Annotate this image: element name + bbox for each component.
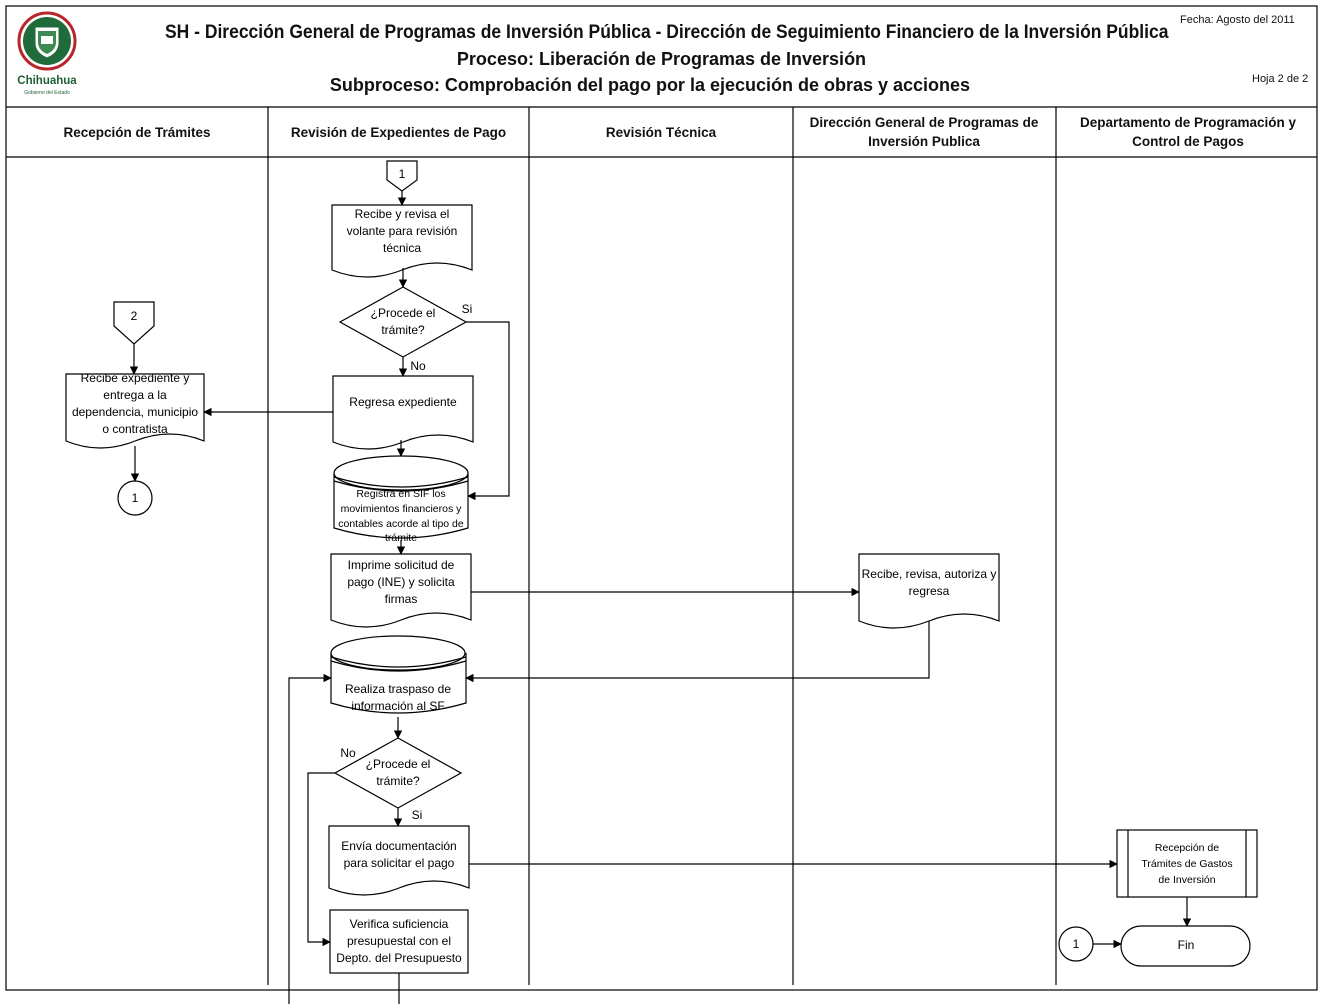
process-title: Proceso: Liberación de Programas de Inve…: [456, 49, 867, 69]
doc-imprime-solicitud: [330, 553, 472, 628]
autoriza-line-2: regresa: [909, 584, 950, 598]
entrega-line-1: Recibe expediente y: [81, 371, 190, 385]
verifica-line-2: presupuestal con el: [347, 934, 451, 948]
verifica-line-3: Depto. del Presupuesto: [336, 951, 462, 965]
edge-decision2-no: [307, 772, 335, 947]
subprocess-recepcion-tramites: [1116, 829, 1258, 898]
logo-word: Chihuahua: [17, 75, 77, 87]
verifica-line-1: Verifica suficiencia: [350, 917, 449, 931]
doc-autoriza-regresa: [858, 553, 1000, 629]
lane-header-revision-tecnica: Revisión Técnica: [605, 124, 717, 140]
conn1-right-label: 1: [1073, 937, 1080, 951]
conn2-label: 2: [131, 309, 138, 323]
shield-icon: [17, 11, 77, 71]
page-title: SH - Dirección General de Programas de I…: [165, 22, 1169, 43]
recepcion-line-1: Recepción de: [1155, 842, 1219, 854]
date-label: Fecha: Agosto del 2011: [1180, 14, 1295, 26]
chihuahua-logo: Chihuahua Gobierno del Estado: [10, 9, 84, 101]
registra-line-1: Registra en SIF los: [356, 488, 445, 500]
doc-envia-documentacion: [328, 825, 470, 896]
lane-header-programacion-pagos: Departamento de Programación y Control d…: [1079, 115, 1297, 149]
recibe-line-3: técnica: [383, 241, 421, 255]
autoriza-line-1: Recibe, revisa, autoriza y: [862, 567, 997, 581]
process-verifica-suficiencia: [329, 909, 469, 974]
entrega-line-3: dependencia, municipio: [72, 405, 198, 419]
imprime-line-3: firmas: [385, 592, 418, 606]
recepcion-line-2: Trámites de Gastos: [1141, 858, 1232, 870]
lane-header-revision-expedientes: Revisión de Expedientes de Pago: [290, 124, 507, 140]
traspaso-line-2: información al SF: [351, 699, 444, 713]
lane-header-recepcion: Recepción de Trámites: [63, 124, 211, 140]
lane-header-direccion-general: Dirección General de Programas de Invers…: [809, 115, 1039, 149]
subprocess-title: Subproceso: Comprobación del pago por la…: [329, 75, 971, 95]
decision-procede-1: [338, 286, 468, 358]
decision1-si-label: Si: [462, 302, 473, 316]
decision2-si-label: Si: [412, 808, 423, 822]
recibe-line-1: Recibe y revisa el: [355, 207, 450, 221]
regresa-line-1: Regresa expediente: [349, 395, 457, 409]
decision1-no-label: No: [410, 359, 426, 373]
imprime-line-1: Imprime solicitud de: [348, 558, 455, 572]
edge-autoriza-to-traspaso: [465, 621, 930, 683]
traspaso-line-1: Realiza traspaso de: [345, 682, 451, 696]
edge-loop-to-traspaso: [288, 673, 332, 1004]
conn-top-label: 1: [399, 167, 406, 181]
recepcion-line-3: de Inversión: [1158, 874, 1215, 886]
outer-border: [5, 5, 1318, 991]
envia-line-2: para solicitar el pago: [344, 856, 455, 870]
edge-decision1-si: [466, 321, 510, 501]
decision2-line-2: trámite?: [376, 774, 420, 788]
offpage-connector-2: [113, 301, 155, 345]
doc-recibe-volante: [331, 204, 473, 278]
offpage-connector-1: [386, 160, 418, 192]
doc-entrega-dependencia: [65, 373, 205, 449]
registra-line-4: trámite: [385, 532, 417, 544]
sheet-label: Hoja 2 de 2: [1252, 73, 1309, 85]
entrega-line-2: entrega a la: [103, 388, 167, 402]
fin-label: Fin: [1178, 938, 1195, 952]
decision2-line-1: ¿Procede el: [366, 757, 431, 771]
page-frame: [5, 5, 1318, 991]
doc-regresa-expediente: [332, 375, 474, 450]
recibe-line-2: volante para revisión: [347, 224, 458, 238]
entrega-line-4: o contratista: [102, 422, 168, 436]
decision2-no-label: No: [340, 746, 356, 760]
decision1-line-1: ¿Procede el: [371, 306, 436, 320]
registra-line-2: movimientos financieros y: [341, 503, 463, 515]
registra-line-3: contables acorde al tipo de: [338, 518, 464, 530]
envia-line-1: Envía documentación: [341, 839, 456, 853]
conn1-left-label: 1: [132, 491, 139, 505]
db-registra-sif: [333, 473, 469, 539]
decision1-line-2: trámite?: [381, 323, 425, 337]
logo-subtext: Gobierno del Estado: [24, 90, 70, 96]
imprime-line-2: pago (INE) y solicita: [347, 575, 455, 589]
